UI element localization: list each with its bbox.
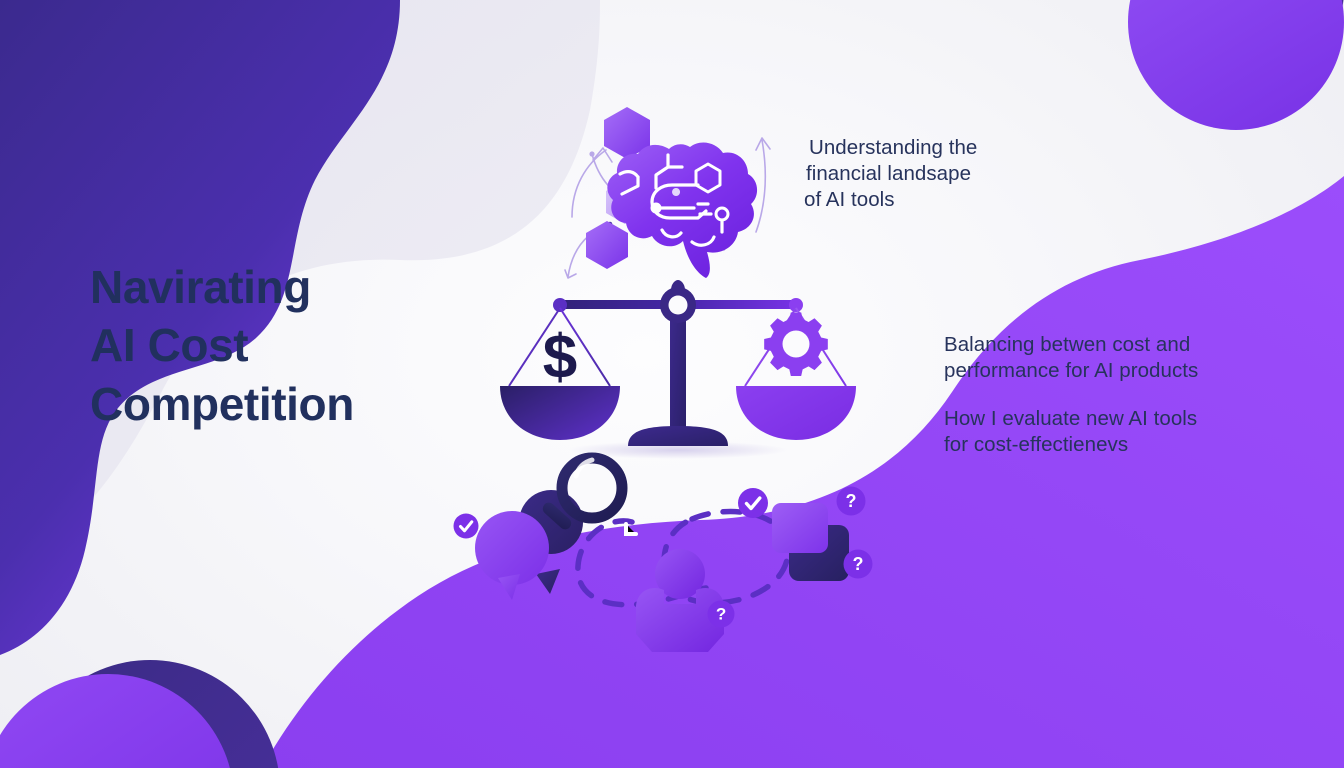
speech-bubble-icon xyxy=(475,490,584,600)
balance-scale-illustration: $ xyxy=(492,278,864,460)
scale-top-knob xyxy=(671,280,685,300)
question-badge-icon-bottom-right: ? xyxy=(843,549,873,579)
scale-left-pan xyxy=(500,386,620,440)
scale-right-pan xyxy=(736,386,856,440)
scale-post xyxy=(670,298,686,436)
callout-bottom-line-2: for cost-effectienevs xyxy=(944,433,1129,457)
callout-mid-line-1: Balancing betwen cost and xyxy=(944,333,1191,356)
callout-mid-line-2: performance for AI products xyxy=(944,359,1199,383)
scale-right-pivot xyxy=(789,298,803,312)
callout-top-line-2: financial landsape xyxy=(806,162,972,186)
scale-shadow xyxy=(568,441,788,459)
check-badge-icon-left xyxy=(453,513,479,539)
question-badge-label: ? xyxy=(853,554,864,574)
cursor-mark xyxy=(624,522,638,536)
evaluation-cluster-illustration: ? ? ? xyxy=(440,452,892,652)
brain-arrows xyxy=(564,137,771,279)
callout-balancing-cost-performance: Balancing betwen cost and performance fo… xyxy=(944,332,1198,384)
dashed-oval-path xyxy=(661,508,791,606)
scale-beam xyxy=(554,300,802,309)
question-badge-label: ? xyxy=(846,491,857,511)
dollar-sign-icon: $ xyxy=(543,323,577,392)
question-badge-icon-top-right: ? xyxy=(836,486,866,516)
person-icon xyxy=(636,549,724,652)
brain-shape xyxy=(607,142,758,278)
scale-left-pivot xyxy=(553,298,567,312)
title-line-1: Navirating xyxy=(90,261,311,313)
callout-top-line-1: Understanding the xyxy=(809,136,978,159)
gear-icon xyxy=(764,312,828,376)
callout-top-line-3: of AI tools xyxy=(804,188,895,212)
scale-right-strings xyxy=(744,307,847,387)
dashed-connector-path xyxy=(575,518,709,608)
scale-left-strings xyxy=(508,307,611,387)
svg-text:$: $ xyxy=(543,323,577,392)
title-line-2: AI Cost xyxy=(90,319,249,372)
callout-understanding-financial-landscape: Understanding the financial landsape of … xyxy=(804,135,978,214)
card-stack-icon xyxy=(772,503,849,581)
hexagon-bottom xyxy=(586,221,628,269)
magnifier-icon xyxy=(542,452,628,530)
callout-bottom-line-1: How I evaluate new AI tools xyxy=(944,407,1198,430)
check-badge-icon-right xyxy=(738,488,768,518)
scale-base xyxy=(628,426,728,446)
ai-brain-illustration xyxy=(548,92,810,284)
page-title: Navirating AI Cost Competition xyxy=(90,258,510,433)
question-badge-label: ? xyxy=(716,605,726,624)
scale-fulcrum xyxy=(660,287,696,323)
brain-circuit-traces xyxy=(618,153,730,247)
hexagon-mid xyxy=(606,180,644,224)
hexagon-top xyxy=(604,107,650,159)
callout-evaluate-new-ai-tools: How I evaluate new AI tools for cost-eff… xyxy=(944,406,1197,458)
question-badge-icon-person: ? xyxy=(707,600,735,628)
title-line-3: Competition xyxy=(90,377,354,430)
